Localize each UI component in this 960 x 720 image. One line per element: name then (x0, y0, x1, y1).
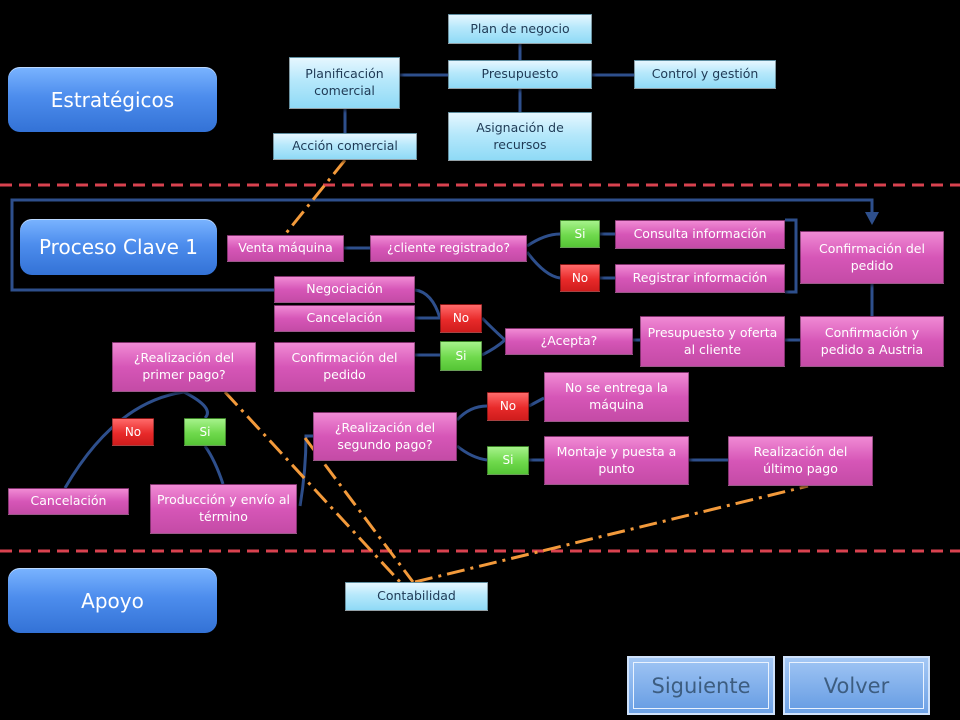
box-consulta-informacion: Consulta información (615, 220, 785, 249)
lane-apoyo: Apoyo (8, 568, 217, 633)
box-segundo-pago: ¿Realización del segundo pago? (313, 412, 457, 461)
siguiente-button-label: Siguiente (633, 662, 769, 709)
volver-button[interactable]: Volver (783, 656, 930, 715)
box-planificacion-comercial: Planificación comercial (289, 57, 400, 109)
decision-si-segundo-pago: Si (487, 446, 529, 475)
box-produccion-envio: Producción y envío al término (150, 484, 297, 534)
box-venta-maquina: Venta máquina (227, 235, 344, 262)
volver-button-label: Volver (789, 662, 924, 709)
box-cancelacion-1: Cancelación (274, 305, 415, 332)
lane-proceso-clave-label: Proceso Clave 1 (38, 235, 199, 259)
decision-no-segundo-pago: No (487, 392, 529, 421)
box-presupuesto: Presupuesto (448, 60, 592, 89)
loop-arrowhead (865, 212, 879, 225)
decision-no-primer-pago: No (112, 418, 154, 446)
box-negociacion: Negociación (274, 276, 415, 303)
lane-proceso-clave: Proceso Clave 1 (20, 219, 217, 275)
box-confirmacion-austria: Confirmación y pedido a Austria (800, 316, 944, 367)
box-no-entrega-maquina: No se entrega la máquina (544, 372, 689, 422)
decision-si-registrado: Si (560, 220, 600, 248)
box-confirmacion-pedido-2: Confirmación del pedido (274, 342, 415, 392)
lane-estrategicos-label: Estratégicos (50, 87, 175, 112)
box-ultimo-pago: Realización del último pago (728, 436, 873, 486)
box-asignacion-recursos: Asignación de recursos (448, 112, 592, 161)
box-registrar-informacion: Registrar información (615, 264, 785, 293)
box-primer-pago: ¿Realización del primer pago? (112, 342, 256, 392)
box-accion-comercial: Acción comercial (273, 133, 417, 160)
decision-no-acepta: No (440, 304, 482, 333)
box-control-gestion: Control y gestión (634, 60, 776, 89)
lane-apoyo-label: Apoyo (81, 588, 144, 613)
lane-estrategicos: Estratégicos (8, 67, 217, 132)
box-cliente-registrado: ¿cliente registrado? (370, 235, 527, 262)
box-montaje: Montaje y puesta a punto (544, 436, 689, 485)
box-confirmacion-pedido-1: Confirmación del pedido (800, 231, 944, 284)
box-contabilidad: Contabilidad (345, 582, 488, 611)
box-cancelacion-2: Cancelación (8, 488, 129, 515)
decision-si-acepta: Si (440, 341, 482, 371)
decision-no-registrado: No (560, 264, 600, 292)
box-acepta: ¿Acepta? (505, 328, 633, 355)
decision-si-primer-pago: Si (184, 418, 226, 446)
box-plan-negocio: Plan de negocio (448, 14, 592, 44)
box-presupuesto-oferta: Presupuesto y oferta al cliente (640, 316, 785, 367)
siguiente-button[interactable]: Siguiente (627, 656, 775, 715)
